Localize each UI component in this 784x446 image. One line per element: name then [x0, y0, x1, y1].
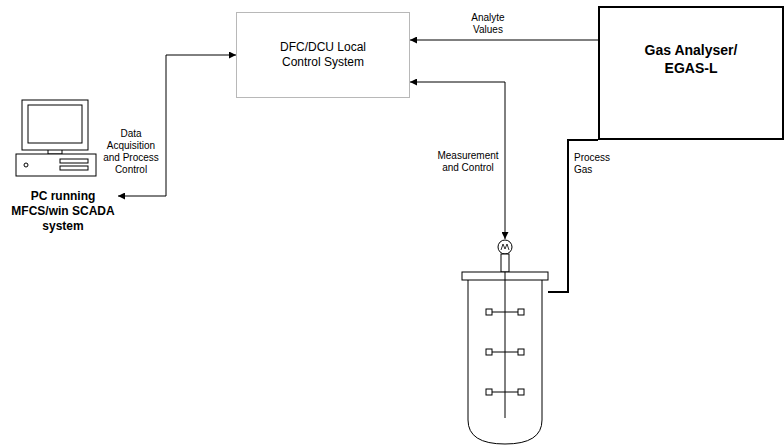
signal-label: Measurement and Control: [436, 150, 500, 174]
monitor: [22, 100, 88, 150]
motor-coupling: [501, 254, 509, 272]
impeller-blade: [518, 389, 524, 395]
drive-slot: [60, 159, 88, 163]
control-system-box: DFC/DCU Local Control System: [236, 12, 410, 98]
impeller-arm: [492, 392, 518, 393]
drive-slot: [60, 166, 88, 170]
impeller-blade: [518, 309, 524, 315]
measurement-line: [410, 82, 505, 239]
connector-arrow: [410, 40, 598, 41]
connector-label: Analyte Values: [458, 12, 518, 36]
node-label: Gas Analyser/ EGAS-L: [636, 42, 746, 77]
motor-symbol: [498, 240, 512, 254]
pc-icon: [16, 100, 96, 176]
stirrer-shaft: [505, 272, 506, 418]
node-label: DFC/DCU Local Control System: [275, 40, 371, 70]
motor-glyph: [501, 244, 509, 250]
power-button: [24, 163, 28, 167]
connector-label: Data Acquisition and Process Control: [100, 128, 162, 176]
impeller-arm: [492, 352, 518, 353]
node-label: PC running MFCS/win SCADA system: [11, 189, 115, 234]
signal-label: Process Gas: [574, 152, 620, 176]
impeller-arm: [492, 312, 518, 313]
impeller-blade: [486, 309, 492, 315]
impeller-blade: [518, 349, 524, 355]
monitor-stand: [48, 150, 62, 154]
impeller-blade: [486, 349, 492, 355]
computer-case: [16, 154, 96, 176]
bioreactor-vessel: [462, 272, 548, 444]
impeller-blade: [486, 389, 492, 395]
screen: [28, 105, 82, 143]
gas-analyser-box: Gas Analyser/ EGAS-L: [598, 6, 784, 140]
